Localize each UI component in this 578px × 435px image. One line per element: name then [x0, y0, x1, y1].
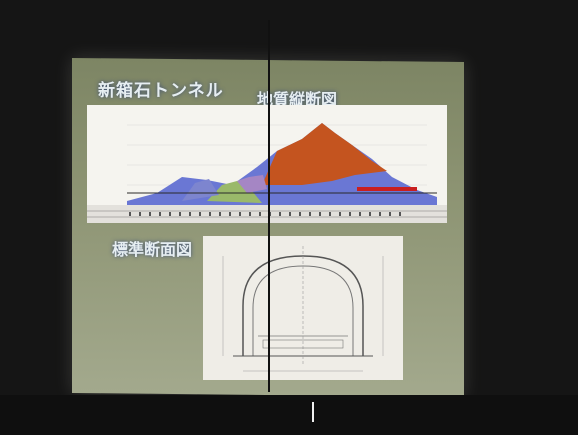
floor-shadow	[0, 395, 578, 435]
slide-title: 新箱石トンネル	[98, 81, 224, 101]
geological-profile-drawing	[87, 105, 447, 223]
standard-section-panel	[203, 236, 403, 380]
section-heading: 標準断面図	[112, 240, 193, 259]
geological-profile-panel	[87, 105, 447, 223]
profile-heading: 地質縦断図	[257, 90, 338, 109]
tunnel-section-drawing	[203, 236, 403, 380]
light-streak	[312, 402, 314, 422]
cable-line	[268, 20, 270, 392]
